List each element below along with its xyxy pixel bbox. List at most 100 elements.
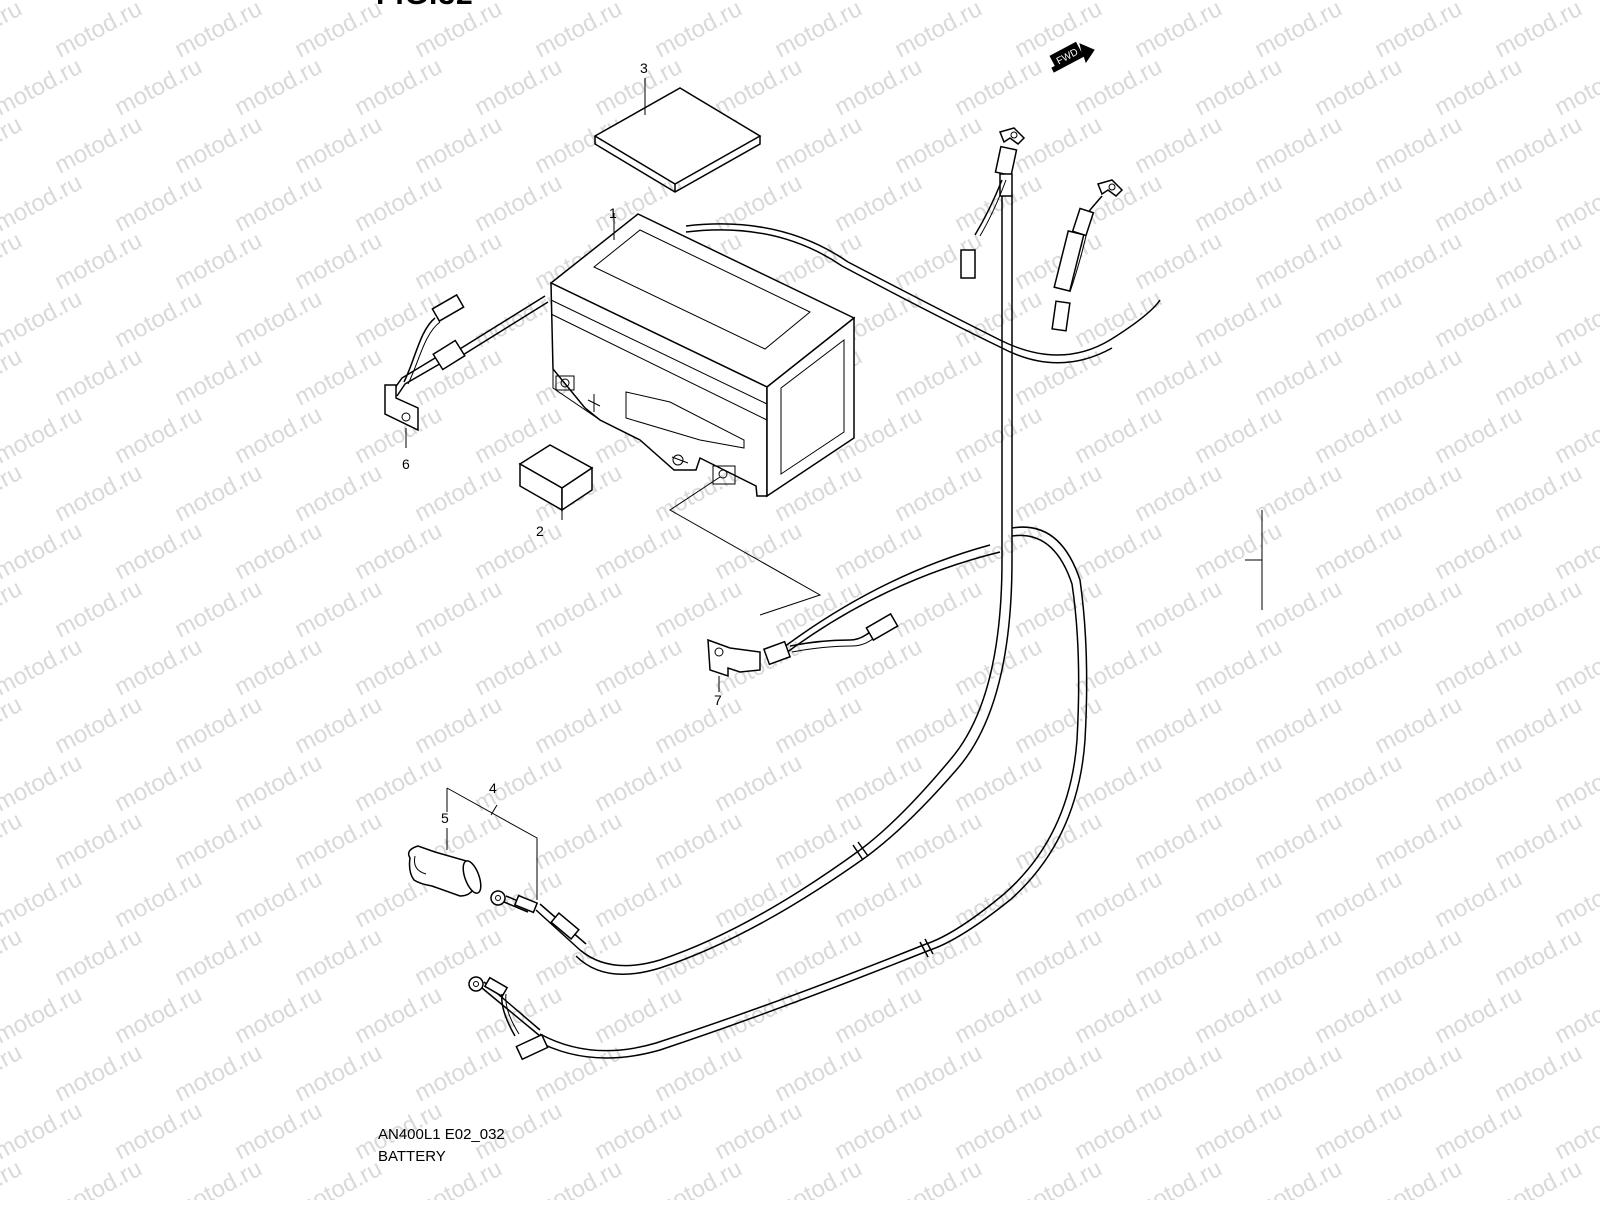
watermark-text: motod.ru [230, 285, 326, 353]
watermark-text: motod.ru [1190, 401, 1286, 469]
watermark-text: motod.ru [950, 169, 1046, 237]
watermark-text: motod.ru [50, 807, 146, 875]
watermark-text: motod.ru [290, 227, 386, 295]
watermark-text: motod.ru [590, 865, 686, 933]
watermark-text: motod.ru [470, 633, 566, 701]
model-code: AN400L1 E02_032 [378, 1126, 505, 1143]
watermark-text: motod.ru [1250, 227, 1346, 295]
watermark-text: motod.ru [1250, 575, 1346, 643]
watermark-text: motod.ru [1010, 111, 1106, 179]
watermark-text: motod.ru [350, 517, 446, 585]
battery-top-pad-drawing [593, 78, 762, 193]
watermark-text: motod.ru [230, 1097, 326, 1165]
watermark-text: motod.ru [1130, 111, 1226, 179]
watermark-text: motod.ru [890, 923, 986, 991]
watermark-text: motod.ru [1370, 807, 1466, 875]
watermark-text: motod.ru [1250, 459, 1346, 527]
watermark-text: motod.ru [170, 1039, 266, 1107]
watermark-text: motod.ru [1550, 749, 1600, 817]
watermark-text: motod.ru [1550, 865, 1600, 933]
watermark-text: motod.ru [230, 53, 326, 121]
watermark-text: motod.ru [1310, 1097, 1406, 1165]
watermark-text: motod.ru [950, 981, 1046, 1049]
watermark-text: motod.ru [1010, 1155, 1106, 1200]
watermark-text: motod.ru [1430, 517, 1526, 585]
negative-terminal-lead-drawing [669, 476, 1001, 692]
watermark-text: motod.ru [530, 0, 626, 63]
watermark-text: motod.ru [530, 923, 626, 991]
main-harness-drawing [534, 196, 1161, 1059]
watermark-text: motod.ru [350, 169, 446, 237]
watermark-text: motod.ru [50, 343, 146, 411]
watermark-text: motod.ru [1190, 865, 1286, 933]
watermark-text: motod.ru [1310, 401, 1406, 469]
watermark-text: motod.ru [50, 1155, 146, 1200]
watermark-text: motod.ru [290, 1155, 386, 1200]
watermark-text: motod.ru [170, 575, 266, 643]
watermark-text: motod.ru [1130, 1039, 1226, 1107]
watermark-text: motod.ru [290, 1039, 386, 1107]
positive-terminal-lead-drawing [384, 293, 549, 448]
watermark-text: motod.ru [170, 459, 266, 527]
watermark-text: motod.ru [650, 575, 746, 643]
watermark-text: motod.ru [1190, 53, 1286, 121]
watermark-text: motod.ru [1490, 227, 1586, 295]
watermark-text: motod.ru [1190, 1097, 1286, 1165]
watermark-text: motod.ru [1430, 53, 1526, 121]
watermark-text: motod.ru [1430, 169, 1526, 237]
watermark-text: motod.ru [950, 53, 1046, 121]
watermark-text: motod.ru [1190, 285, 1286, 353]
watermark-text: motod.ru [1010, 575, 1106, 643]
watermark-text: motod.ru [0, 111, 26, 179]
watermark-text: motod.ru [470, 53, 566, 121]
watermark-text: motod.ru [950, 285, 1046, 353]
watermark-text: motod.ru [530, 691, 626, 759]
watermark-text: motod.ru [110, 53, 206, 121]
watermark-text: motod.ru [1250, 1155, 1346, 1200]
watermark-text: motod.ru [110, 169, 206, 237]
watermark-text: motod.ru [710, 1097, 806, 1165]
watermark-text: motod.ru [1370, 459, 1466, 527]
watermark-text: motod.ru [1250, 111, 1346, 179]
watermark-text: motod.ru [1250, 691, 1346, 759]
watermark-text: motod.ru [1370, 691, 1466, 759]
watermark-text: motod.ru [50, 0, 146, 63]
watermark-text: motod.ru [590, 749, 686, 817]
watermark-text: motod.ru [290, 343, 386, 411]
watermark-text: motod.ru [230, 749, 326, 817]
figure-title: FIG.32 [376, 0, 474, 12]
watermark-text: motod.ru [1550, 285, 1600, 353]
watermark-text: motod.ru [410, 1039, 506, 1107]
watermark-text: motod.ru [1130, 1155, 1226, 1200]
watermark-text: motod.ru [1550, 517, 1600, 585]
watermark-text: motod.ru [1370, 0, 1466, 63]
watermark-text: motod.ru [1010, 343, 1106, 411]
watermark-text: motod.ru [650, 0, 746, 63]
watermark-text: motod.ru [1430, 749, 1526, 817]
watermark-text: motod.ru [830, 749, 926, 817]
watermark-text: motod.ru [230, 401, 326, 469]
watermark-text: motod.ru [1370, 227, 1466, 295]
watermark-text: motod.ru [110, 285, 206, 353]
watermark-text: motod.ru [1250, 343, 1346, 411]
watermark-text: motod.ru [650, 807, 746, 875]
watermark-text: motod.ru [830, 981, 926, 1049]
watermark-text: motod.ru [770, 807, 866, 875]
watermark-text: motod.ru [410, 111, 506, 179]
watermark-text: motod.ru [1310, 285, 1406, 353]
watermark-text: motod.ru [1490, 923, 1586, 991]
battery-spacer-block-drawing [518, 444, 594, 520]
watermark-text: motod.ru [530, 807, 626, 875]
watermark-text: motod.ru [290, 807, 386, 875]
watermark-text: motod.ru [170, 227, 266, 295]
watermark-text: motod.ru [1370, 923, 1466, 991]
watermark-text: motod.ru [1490, 807, 1586, 875]
watermark-text: motod.ru [830, 169, 926, 237]
callout-1: 1 [609, 205, 617, 221]
watermark-text: motod.ru [1010, 459, 1106, 527]
watermark-text: motod.ru [1490, 343, 1586, 411]
watermark-text: motod.ru [890, 1039, 986, 1107]
watermark-text: motod.ru [0, 807, 26, 875]
watermark-text: motod.ru [950, 401, 1046, 469]
watermark-text: motod.ru [1130, 807, 1226, 875]
